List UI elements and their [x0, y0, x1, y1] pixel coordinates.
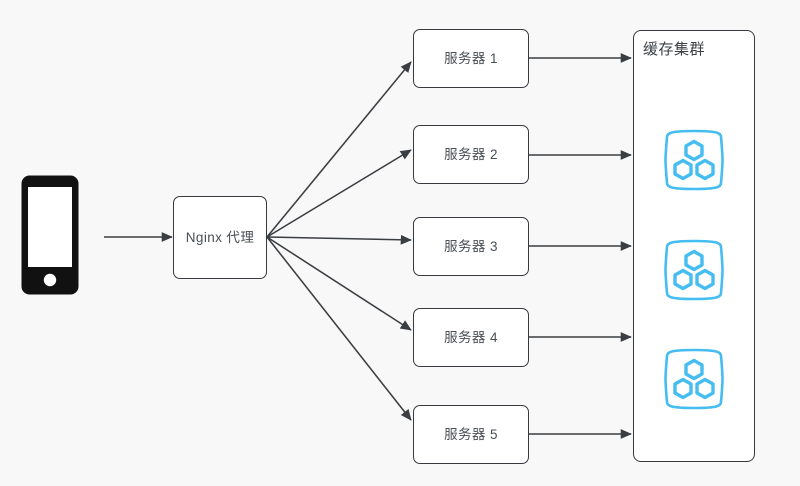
node-server-5[interactable]: 服务器 5 — [413, 405, 529, 464]
connector-proxy-to-server-1 — [266, 61, 412, 238]
node-nginx-proxy-label: Nginx 代理 — [185, 229, 255, 245]
node-cache-cluster[interactable]: 缓存集群 — [633, 30, 755, 462]
connector-proxy-to-server-2 — [266, 149, 412, 238]
connector-proxy-to-server-4 — [266, 236, 412, 331]
node-server-4-label: 服务器 4 — [444, 329, 498, 345]
node-server-2[interactable]: 服务器 2 — [413, 125, 529, 184]
node-server-3-label: 服务器 3 — [444, 238, 498, 254]
node-server-5-label: 服务器 5 — [444, 426, 498, 442]
node-nginx-proxy[interactable]: Nginx 代理 — [173, 196, 267, 279]
node-server-4[interactable]: 服务器 4 — [413, 308, 529, 367]
connector-proxy-to-server-3 — [266, 234, 412, 245]
cache-cluster-hexagons-icon — [661, 237, 727, 303]
cache-cluster-hexagons-icon — [661, 127, 727, 193]
connector-proxy-to-server-5 — [266, 236, 412, 421]
node-server-3[interactable]: 服务器 3 — [413, 217, 529, 276]
client-device — [21, 175, 79, 295]
mobile-phone-icon — [21, 175, 79, 295]
cache-cluster-title: 缓存集群 — [643, 41, 706, 58]
node-server-1-label: 服务器 1 — [444, 50, 498, 66]
node-server-2-label: 服务器 2 — [444, 146, 498, 162]
cache-cluster-hexagons-icon — [661, 346, 727, 412]
node-server-1[interactable]: 服务器 1 — [413, 29, 529, 88]
